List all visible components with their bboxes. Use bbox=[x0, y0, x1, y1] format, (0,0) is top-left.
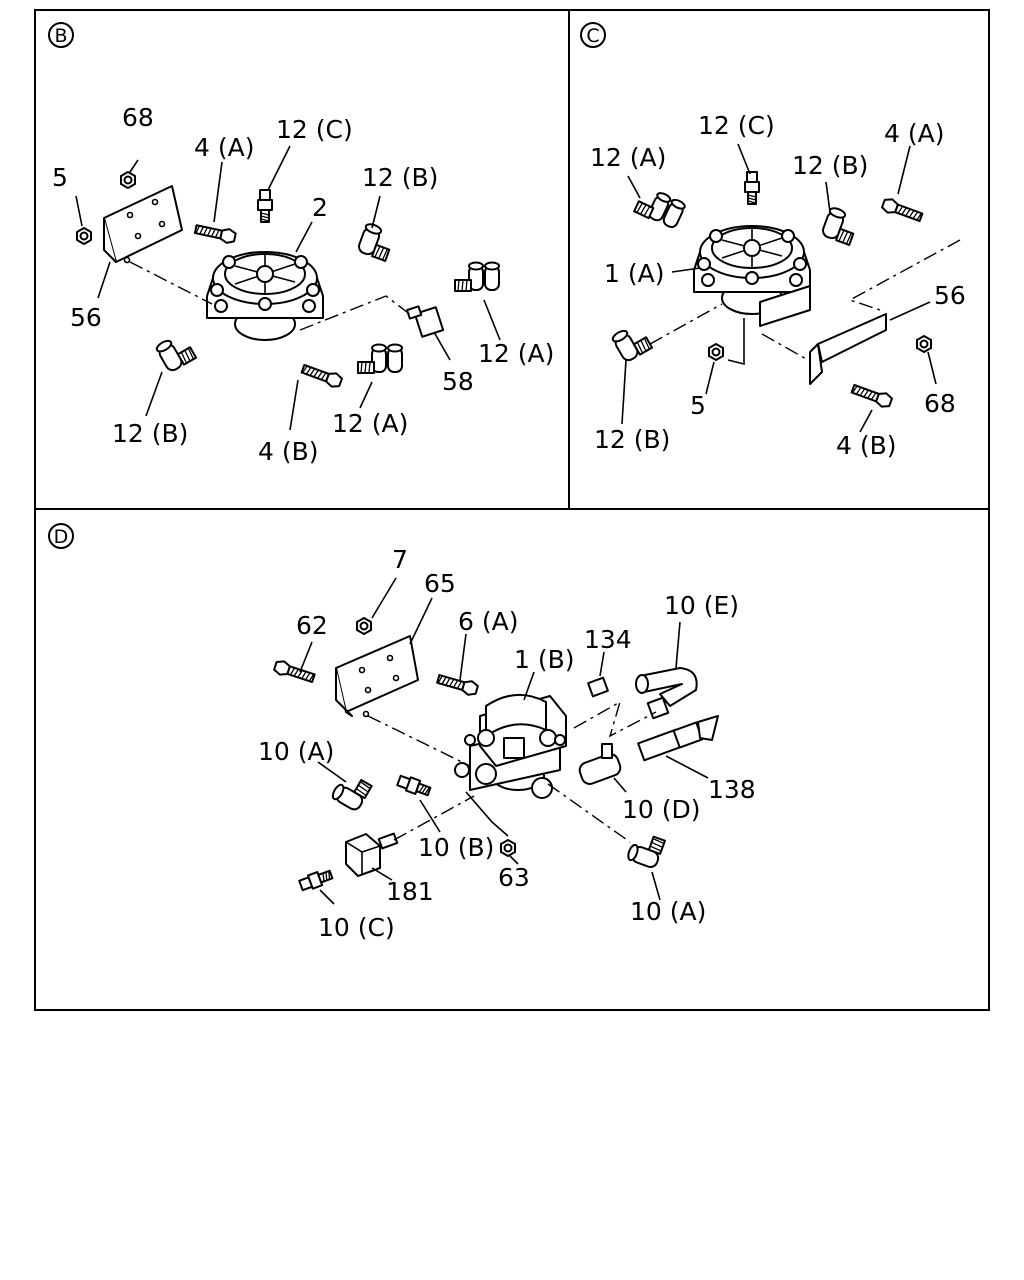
label-65: 65 bbox=[424, 569, 456, 598]
elbow-10a-right bbox=[625, 829, 666, 870]
tee-10d bbox=[578, 743, 622, 785]
label-12a-right: 12 (A) bbox=[478, 339, 554, 368]
panel-d-badge-circle bbox=[48, 523, 74, 549]
label-62: 62 bbox=[296, 611, 328, 640]
elbow-12b-bottom bbox=[154, 330, 198, 374]
panel-b-badge: B bbox=[54, 25, 67, 47]
bracket-56 bbox=[817, 313, 887, 363]
label-12c: 12 (C) bbox=[698, 111, 775, 140]
panel-c-badge-circle bbox=[580, 22, 606, 48]
label-4a: 4 (A) bbox=[884, 119, 944, 148]
plug-134 bbox=[587, 676, 609, 698]
label-10a-right: 10 (A) bbox=[630, 897, 706, 926]
bracket-56 bbox=[103, 185, 183, 263]
label-10b: 10 (B) bbox=[418, 833, 494, 862]
label-12b-top: 12 (B) bbox=[362, 163, 438, 192]
label-10c: 10 (C) bbox=[318, 913, 395, 942]
label-58: 58 bbox=[442, 367, 474, 396]
nut-5 bbox=[708, 343, 724, 361]
elbow-12b-top bbox=[356, 221, 397, 262]
label-1b: 1 (B) bbox=[514, 645, 575, 674]
bolt-4b bbox=[849, 381, 894, 410]
nut-68 bbox=[916, 335, 932, 353]
label-5: 5 bbox=[52, 163, 68, 192]
label-5: 5 bbox=[690, 391, 706, 420]
label-12a-bottom: 12 (A) bbox=[332, 409, 408, 438]
label-12c: 12 (C) bbox=[276, 115, 353, 144]
label-68: 68 bbox=[924, 389, 956, 418]
label-63: 63 bbox=[498, 863, 530, 892]
elbow-10e bbox=[635, 667, 698, 720]
nut-7 bbox=[356, 617, 372, 635]
block-181 bbox=[345, 832, 399, 877]
fitting-10c bbox=[297, 866, 335, 894]
label-138: 138 bbox=[708, 775, 756, 804]
panel-d-badge: D bbox=[54, 526, 69, 548]
fitting-12c bbox=[744, 171, 760, 205]
elbow-12b-bottom bbox=[610, 320, 654, 364]
bolt-4b bbox=[299, 361, 344, 390]
label-12b-top: 12 (B) bbox=[792, 151, 868, 180]
label-10e: 10 (E) bbox=[664, 591, 739, 620]
label-12b-bottom: 12 (B) bbox=[594, 425, 670, 454]
relay-valve-2 bbox=[206, 251, 324, 341]
double-elbow-12a-right bbox=[454, 261, 500, 292]
label-2: 2 bbox=[312, 193, 328, 222]
label-10d: 10 (D) bbox=[622, 795, 701, 824]
label-4b: 4 (B) bbox=[836, 431, 897, 460]
label-7: 7 bbox=[392, 545, 408, 574]
nut-63 bbox=[500, 839, 516, 857]
panel-c-badge: C bbox=[586, 25, 599, 47]
panel-c: C 12 (C) 4 (A) 12 (A) 12 (B) 1 (A) 56 bbox=[580, 22, 966, 460]
label-134: 134 bbox=[584, 625, 632, 654]
label-56: 56 bbox=[70, 303, 102, 332]
bolt-4a bbox=[880, 196, 925, 225]
fitting-10b bbox=[395, 772, 433, 800]
bracket-65 bbox=[335, 635, 419, 713]
label-12a: 12 (A) bbox=[590, 143, 666, 172]
panel-b: B 68 5 4 bbox=[48, 22, 554, 466]
panel-d: D bbox=[48, 523, 756, 942]
label-1a: 1 (A) bbox=[604, 259, 664, 288]
label-6a: 6 (A) bbox=[458, 607, 518, 636]
relay-valve-1b bbox=[454, 693, 567, 799]
label-12b-bottom: 12 (B) bbox=[112, 419, 188, 448]
elbow-12b-top bbox=[820, 205, 861, 246]
double-elbow-12a bbox=[633, 184, 688, 231]
label-10a-left: 10 (A) bbox=[258, 737, 334, 766]
label-4b: 4 (B) bbox=[258, 437, 319, 466]
label-181: 181 bbox=[386, 877, 434, 906]
elbow-10a-left bbox=[329, 769, 373, 813]
label-4a: 4 (A) bbox=[194, 133, 254, 162]
bolt-6a bbox=[435, 671, 480, 698]
bolt-62 bbox=[272, 658, 317, 686]
bolt-4a bbox=[193, 221, 238, 246]
fitting-12c bbox=[257, 189, 273, 223]
sensor-138 bbox=[637, 715, 719, 762]
panel-d-frame bbox=[34, 508, 990, 1011]
nut-5 bbox=[76, 227, 92, 245]
label-56: 56 bbox=[934, 281, 966, 310]
nut-68 bbox=[120, 171, 136, 189]
double-elbow-12a-bottom bbox=[357, 343, 403, 374]
label-68: 68 bbox=[122, 103, 154, 132]
panel-b-badge-circle bbox=[48, 22, 74, 48]
